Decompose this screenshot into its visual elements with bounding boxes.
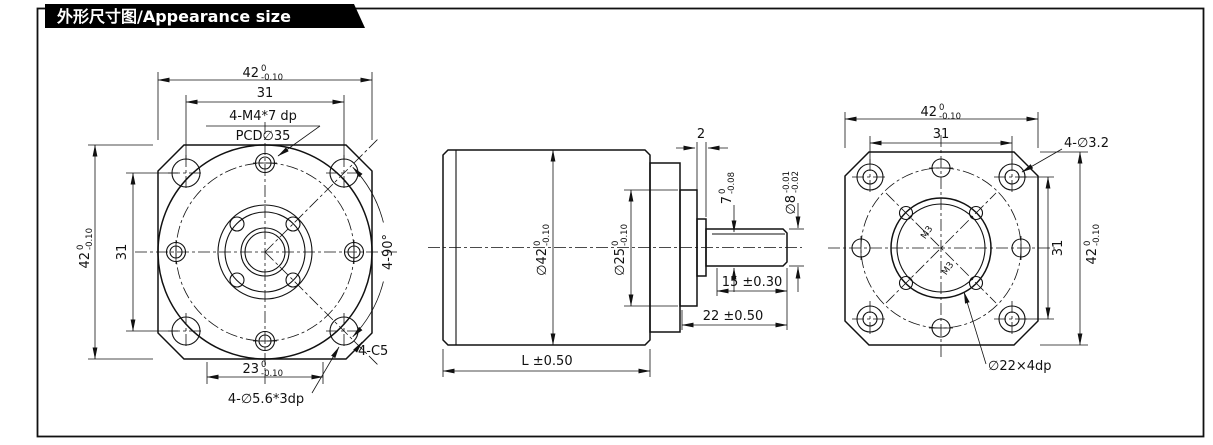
dim-front-holespan-left: 31 (115, 172, 178, 332)
dim-front-boss-tol-up: 0 (261, 360, 266, 370)
dim-front-width-value: 42 (242, 66, 259, 81)
side-output-shaft (705, 228, 788, 267)
rear-recess-callout: ∅22×4dp (963, 291, 1052, 374)
dim-side-front-length-value: 22 ±0.50 (703, 309, 764, 324)
front-carrier-hole (285, 216, 301, 232)
dim-side-body: ∅42 0 -0.10 (533, 149, 556, 346)
dim-front-angle: 4-90° (352, 166, 396, 338)
dim-front-boss-value: 23 (242, 362, 259, 377)
dim-rear-holespan-right-value: 31 (1051, 240, 1066, 257)
front-chamfer-label: 4-C5 (358, 344, 388, 359)
side-body-outline (442, 149, 651, 346)
dim-side-step: 2 (676, 127, 728, 217)
dim-front-holespan-top-value: 31 (257, 86, 274, 101)
rear-recess-inner-circle (896, 203, 986, 293)
front-corner-hole-callout: 4-∅5.6*3dp (228, 346, 340, 407)
dim-side-total-length: L ±0.50 (442, 349, 651, 377)
dim-side-flat: 7 0 -0.08 (718, 172, 737, 292)
border-frame (36, 7, 1205, 438)
dim-rear-holespan-right: 31 (1019, 176, 1066, 320)
dim-front-boss-tol-dn: -0.10 (261, 369, 283, 379)
page-title: 外形尺寸图/Appearance size (56, 7, 291, 26)
dim-side-total-length-value: L ±0.50 (521, 354, 572, 369)
dim-rear-holespan-top: 31 (869, 127, 1013, 164)
rear-corner-holes-label: 4-∅3.2 (1064, 136, 1109, 151)
rear-through-holes (851, 158, 1031, 338)
dim-side-step-value: 2 (697, 127, 705, 142)
dim-side-flat-tol-up: 0 (718, 189, 728, 194)
dim-front-width-tol-up: 0 (261, 64, 266, 74)
front-carrier-hole (229, 272, 245, 288)
dim-rear-holespan-top-value: 31 (933, 127, 950, 142)
front-bearing-circle (224, 211, 306, 293)
dim-front-width-tol-dn: -0.10 (261, 73, 283, 83)
dim-side-shaft: ∅8 -0.01 -0.02 (782, 171, 804, 292)
dim-front-holespan-top: 31 (185, 86, 345, 160)
front-tap-holes-label: 4-M4*7 dp (229, 109, 297, 124)
front-shaft-circle (244, 231, 286, 273)
front-angle-label: 4-90° (381, 234, 396, 270)
front-flange-outline (157, 144, 373, 360)
rear-m3-holes (898, 205, 984, 291)
rear-corner-hole-callout: 4-∅3.2 (1021, 136, 1109, 173)
dim-rear-height: 42 0 -0.10 (1040, 151, 1102, 346)
dim-rear-height-tol-up: 0 (1083, 241, 1093, 246)
rear-thread-label: M3 (919, 224, 935, 241)
front-m4-holes (165, 152, 365, 352)
rear-diagonal-1 (885, 192, 997, 304)
dim-side-shaft-length-value: 15 ±0.30 (722, 275, 783, 290)
rear-diagonal-2 (885, 192, 997, 304)
dim-front-height-tol-dn: -0.10 (85, 228, 95, 250)
dim-front-height-value: 42 (78, 252, 93, 269)
dim-front-boss: 23 0 -0.10 (206, 360, 324, 384)
rear-corner-holes (852, 159, 1030, 337)
dim-front-height: 42 0 -0.10 (76, 144, 153, 360)
dim-front-height-tol-up: 0 (76, 245, 86, 250)
dim-side-pilot-value: ∅25 (613, 248, 628, 276)
rear-plate-outline (844, 151, 1039, 346)
dim-rear-height-value: 42 (1085, 248, 1100, 265)
dim-rear-width-tol-up: 0 (939, 103, 944, 113)
dim-front-width: 42 0 -0.10 (157, 64, 373, 140)
front-chamfer-callout: 4-C5 (353, 341, 388, 359)
front-view: 42 0 -0.10 31 4-M4*7 dp PCD∅35 42 0 (76, 64, 397, 407)
dim-side-front-length: 22 ±0.50 (681, 309, 788, 330)
dim-side-body-value: ∅42 (535, 248, 550, 276)
rear-view: M3 M3 42 0 (828, 103, 1109, 374)
front-tap-label: 4-M4*7 dp PCD∅35 (206, 109, 321, 157)
dim-side-shaft-tol-up: -0.01 (782, 171, 792, 193)
front-flange-circle (157, 144, 373, 360)
side-view: ∅42 0 -0.10 ∅25 0 -0.10 2 (428, 127, 804, 377)
side-pilot-boss (679, 189, 698, 307)
front-carrier-hole (229, 216, 245, 232)
dim-side-flat-tol-dn: -0.08 (727, 172, 737, 194)
front-corner-holes-label: 4-∅5.6*3dp (228, 392, 304, 407)
dim-rear-height-tol-dn: -0.10 (1092, 224, 1102, 246)
dim-side-shaft-tol-dn: -0.02 (791, 171, 801, 193)
front-pcd-label: PCD∅35 (236, 129, 291, 144)
front-hub-circle (240, 227, 290, 277)
dim-side-pilot: ∅25 0 -0.10 (611, 189, 678, 307)
rear-thread-label: M3 (940, 260, 956, 277)
rear-recess-circle (890, 197, 992, 299)
dim-rear-width-tol-dn: -0.10 (939, 112, 961, 122)
rear-recess-label: ∅22×4dp (988, 359, 1052, 374)
title-bar (45, 4, 365, 28)
front-carrier-hole (285, 272, 301, 288)
dim-side-pilot-tol-dn: -0.10 (620, 224, 630, 246)
dim-side-shaft-length: 15 ±0.30 (716, 268, 788, 330)
dim-side-body-tol-up: 0 (533, 241, 543, 246)
front-boss-circle (217, 204, 313, 300)
dim-front-holespan-left-value: 31 (115, 244, 130, 261)
drawing-frame: 外形尺寸图/Appearance size (36, 4, 1205, 438)
dim-rear-width: 42 0 -0.10 (844, 103, 1039, 148)
dim-side-flat-value: 7 (720, 196, 735, 204)
dim-side-pilot-tol-up: 0 (611, 241, 621, 246)
dim-side-shaft-value: ∅8 (784, 195, 799, 215)
dim-rear-width-value: 42 (920, 105, 937, 120)
dim-side-body-tol-dn: -0.10 (542, 224, 552, 246)
